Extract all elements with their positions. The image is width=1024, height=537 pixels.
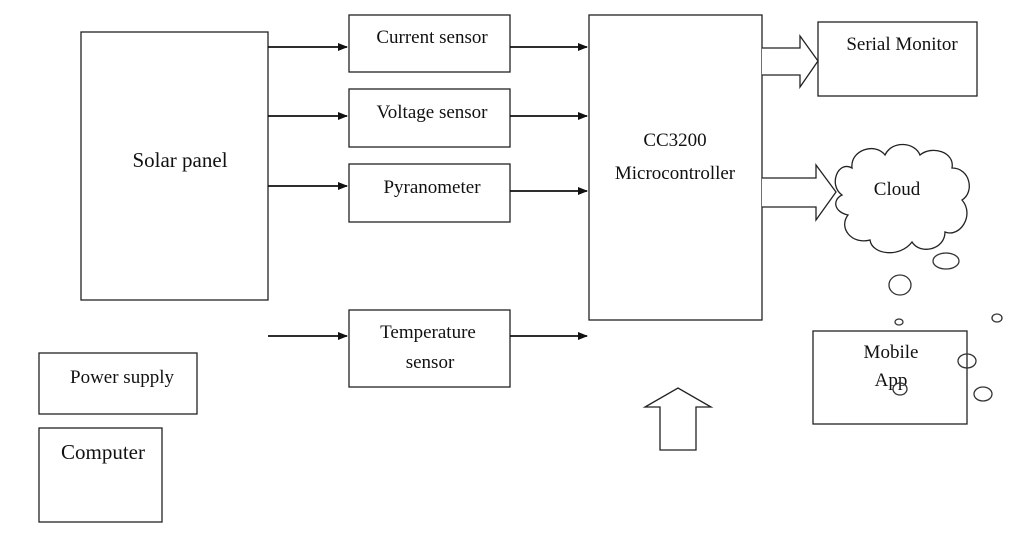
microcontroller-label-line1: CC3200 [643, 130, 706, 151]
voltage-sensor-label: Voltage sensor [377, 102, 489, 123]
microcontroller-label-line2: Microcontroller [615, 163, 736, 184]
thought-bubbles [888, 252, 1003, 402]
mobile-app-block: Mobile App [812, 330, 968, 425]
current-sensor-label: Current sensor [376, 27, 488, 48]
computer-block: Computer [38, 427, 163, 523]
serial-monitor-label: Serial Monitor [846, 34, 958, 55]
microcontroller-block: CC3200 Microcontroller [588, 14, 763, 321]
current-sensor-block: Current sensor [348, 14, 511, 73]
solar-panel-label: Solar panel [132, 148, 227, 172]
serial-monitor-block: Serial Monitor [817, 21, 978, 97]
pyranometer-block: Pyranometer [348, 163, 511, 223]
voltage-sensor-block: Voltage sensor [348, 88, 511, 148]
block-arrow-mcu-to-serial [762, 33, 819, 90]
mobile-app-label-line2: App [875, 370, 908, 391]
solar-panel-block: Solar panel [80, 31, 269, 301]
power-supply-block: Power supply [38, 352, 198, 415]
temperature-sensor-label-line2: sensor [406, 352, 455, 373]
pyranometer-label: Pyranometer [383, 177, 481, 198]
block-arrow-mcu-to-cloud [762, 163, 837, 223]
cloud-shape: Cloud [834, 143, 970, 254]
block-arrow-up [642, 387, 714, 451]
cloud-label: Cloud [874, 179, 921, 200]
temperature-sensor-block: Temperature sensor [348, 309, 511, 388]
computer-label: Computer [61, 440, 145, 464]
power-supply-label: Power supply [70, 367, 174, 388]
temperature-sensor-label-line1: Temperature [380, 322, 476, 343]
mobile-app-label-line1: Mobile [864, 342, 919, 363]
